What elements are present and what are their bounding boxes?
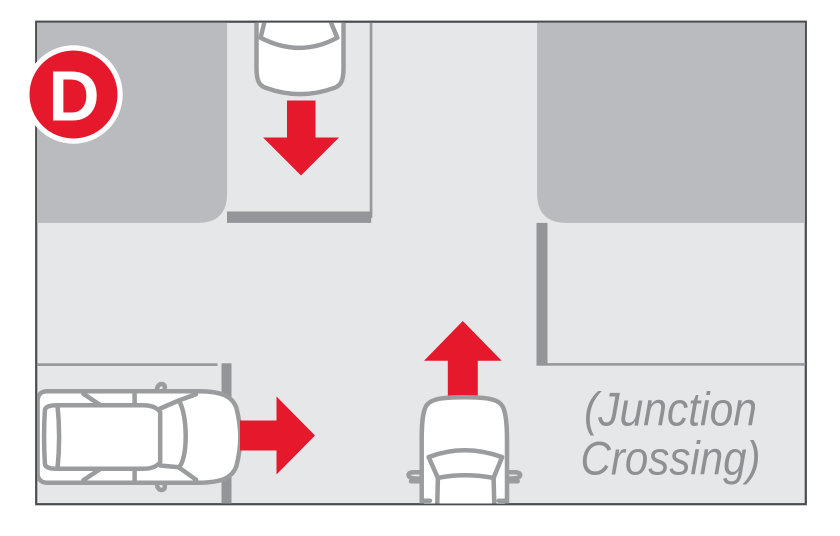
svg-text:Crossing): Crossing) xyxy=(581,431,761,484)
svg-text:D: D xyxy=(48,58,99,137)
svg-text:(Junction: (Junction xyxy=(584,383,757,436)
